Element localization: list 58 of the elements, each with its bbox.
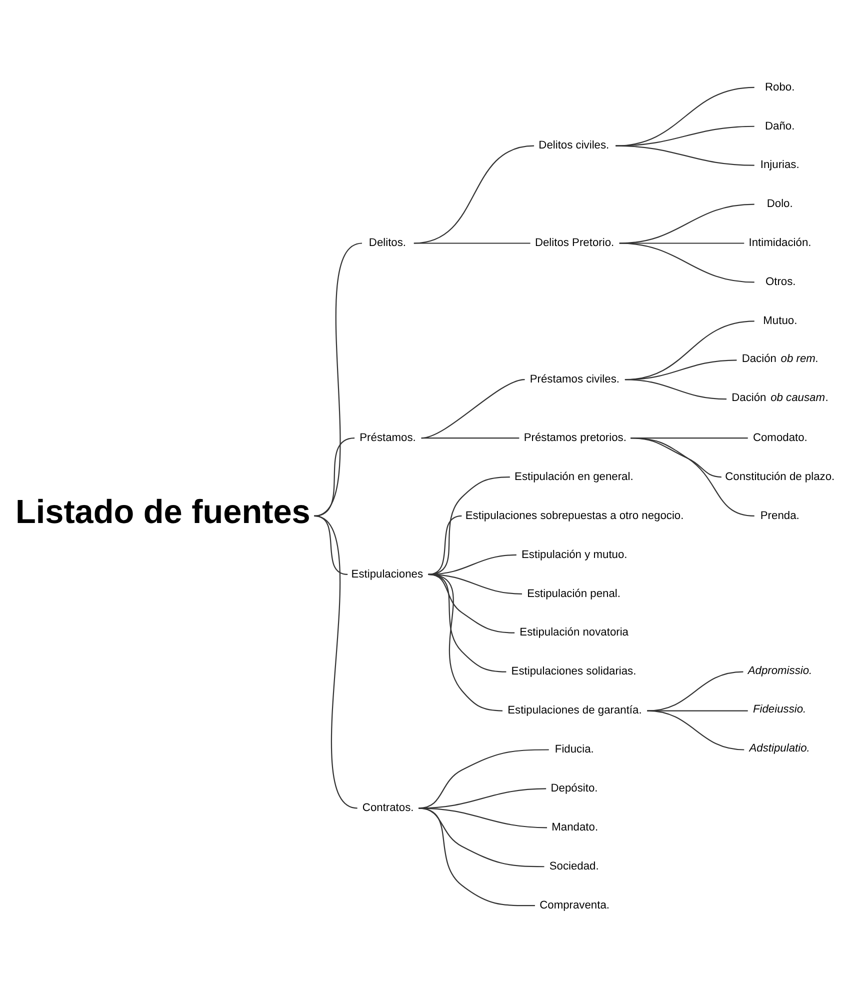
connector [616,86,754,146]
node-text: Otros. [765,276,796,288]
connector [421,379,525,439]
connector [630,438,754,517]
node-text: Intimidación. [748,237,812,250]
node-text: Préstamos. [360,432,416,444]
node-text: Sociedad. [549,860,599,873]
node-text: Estipulaciones solidarias. [511,666,636,678]
node-text: Adstipulatio. [749,742,810,755]
connector [616,126,754,146]
connector [414,242,530,244]
connector [624,379,727,400]
connector [314,242,362,516]
node-text: Compraventa. [540,899,610,912]
node-text: Dación ob causam. [732,392,828,404]
node-text: Préstamos civiles. [530,373,620,386]
node-text: Adpromissio. [748,664,812,677]
node-text: Fideiussio. [752,704,806,716]
connector [418,808,548,828]
node-text: Listado de fuentes [15,494,310,532]
node-text: Constitución de plazo. [725,470,835,483]
connector [647,710,748,712]
node-text: Delitos civiles. [538,140,610,152]
node-text: Mutuo. [763,315,798,328]
node-text: Depósito. [550,782,598,795]
node-text: Estipulación novatoria [520,626,628,639]
node-text: Dación ob rem. [742,353,818,366]
node-text: Fiducia. [554,744,594,756]
node-text: Estipulaciones de garantía. [508,704,642,717]
node-text: Injurias. [760,159,800,172]
node-text: Robo. [765,81,795,94]
node-text: Daño. [765,120,795,132]
connector [619,242,744,244]
node-text: Estipulación penal. [527,588,620,600]
node-text: Delitos Pretorio. [534,237,614,250]
connector [314,438,355,517]
node-text: Estipulaciones [351,568,424,580]
connector [619,242,754,283]
node-text: Estipulaciones sobrepuestas a otro negocio. [465,510,684,522]
node-text: Mandato. [552,822,598,834]
node-text: Préstamos pretorios. [524,432,626,444]
connector [616,145,754,166]
connector [647,710,744,750]
connector [421,438,520,439]
node-text: Estipulación y mutuo. [522,548,628,561]
node-text: Contratos. [362,802,414,814]
connector [314,515,358,809]
connector [418,808,535,906]
connector [414,145,534,244]
node-text: Prenda. [760,510,800,522]
connector [428,574,502,712]
node-text: Delitos. [368,237,406,250]
node-text: Dolo. [766,198,793,210]
node-text: Comodato. [752,432,808,444]
connector [428,515,462,575]
connector [428,476,510,575]
connector [619,204,754,244]
node-text: Estipulación en general. [514,470,634,483]
